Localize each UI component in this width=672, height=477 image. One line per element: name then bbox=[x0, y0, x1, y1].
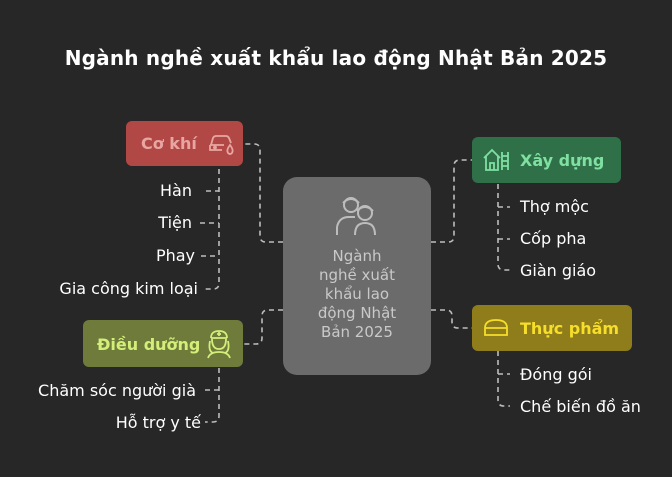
leaf-cop-pha: Cốp pha bbox=[520, 229, 587, 248]
workers-icon bbox=[333, 193, 381, 245]
leaf-cham-soc-nguoi-gia: Chăm sóc người già bbox=[38, 381, 196, 400]
branch-food: Thực phẩm bbox=[472, 305, 632, 351]
leaf-tien: Tiện bbox=[158, 213, 192, 232]
nurse-icon bbox=[205, 329, 233, 363]
branch-construction-label: Xây dựng bbox=[520, 151, 605, 170]
leaf-dong-goi: Đóng gói bbox=[520, 365, 592, 384]
leaf-gian-giao: Giàn giáo bbox=[520, 261, 597, 280]
leaf-ho-tro-y-te: Hỗ trợ y tế bbox=[115, 413, 201, 432]
branch-mechanical: Cơ khí bbox=[126, 121, 243, 166]
branch-construction: Xây dựng bbox=[472, 137, 621, 183]
branch-nursing-label: Điều dưỡng bbox=[97, 335, 201, 354]
leaf-che-bien-do-an: Chế biến đồ ăn bbox=[520, 397, 641, 416]
car-wrench-icon bbox=[208, 131, 236, 161]
branch-mechanical-label: Cơ khí bbox=[141, 134, 197, 153]
leaf-phay: Phay bbox=[155, 246, 195, 265]
branch-food-label: Thực phẩm bbox=[520, 319, 620, 338]
building-icon bbox=[482, 146, 510, 178]
leaf-han: Hàn bbox=[160, 181, 192, 200]
leaf-gia-cong-kim-loai: Gia công kim loại bbox=[59, 279, 198, 298]
leaf-tho-moc: Thợ mộc bbox=[520, 197, 589, 216]
diagram-title: Ngành nghề xuất khẩu lao động Nhật Bản 2… bbox=[64, 46, 608, 70]
branch-nursing: Điều dưỡng bbox=[83, 320, 243, 367]
central-topic-label: Ngành nghề xuất khẩu lao động Nhật Bản 2… bbox=[317, 247, 397, 341]
bread-icon bbox=[482, 316, 510, 344]
central-topic: Ngành nghề xuất khẩu lao động Nhật Bản 2… bbox=[283, 177, 431, 375]
